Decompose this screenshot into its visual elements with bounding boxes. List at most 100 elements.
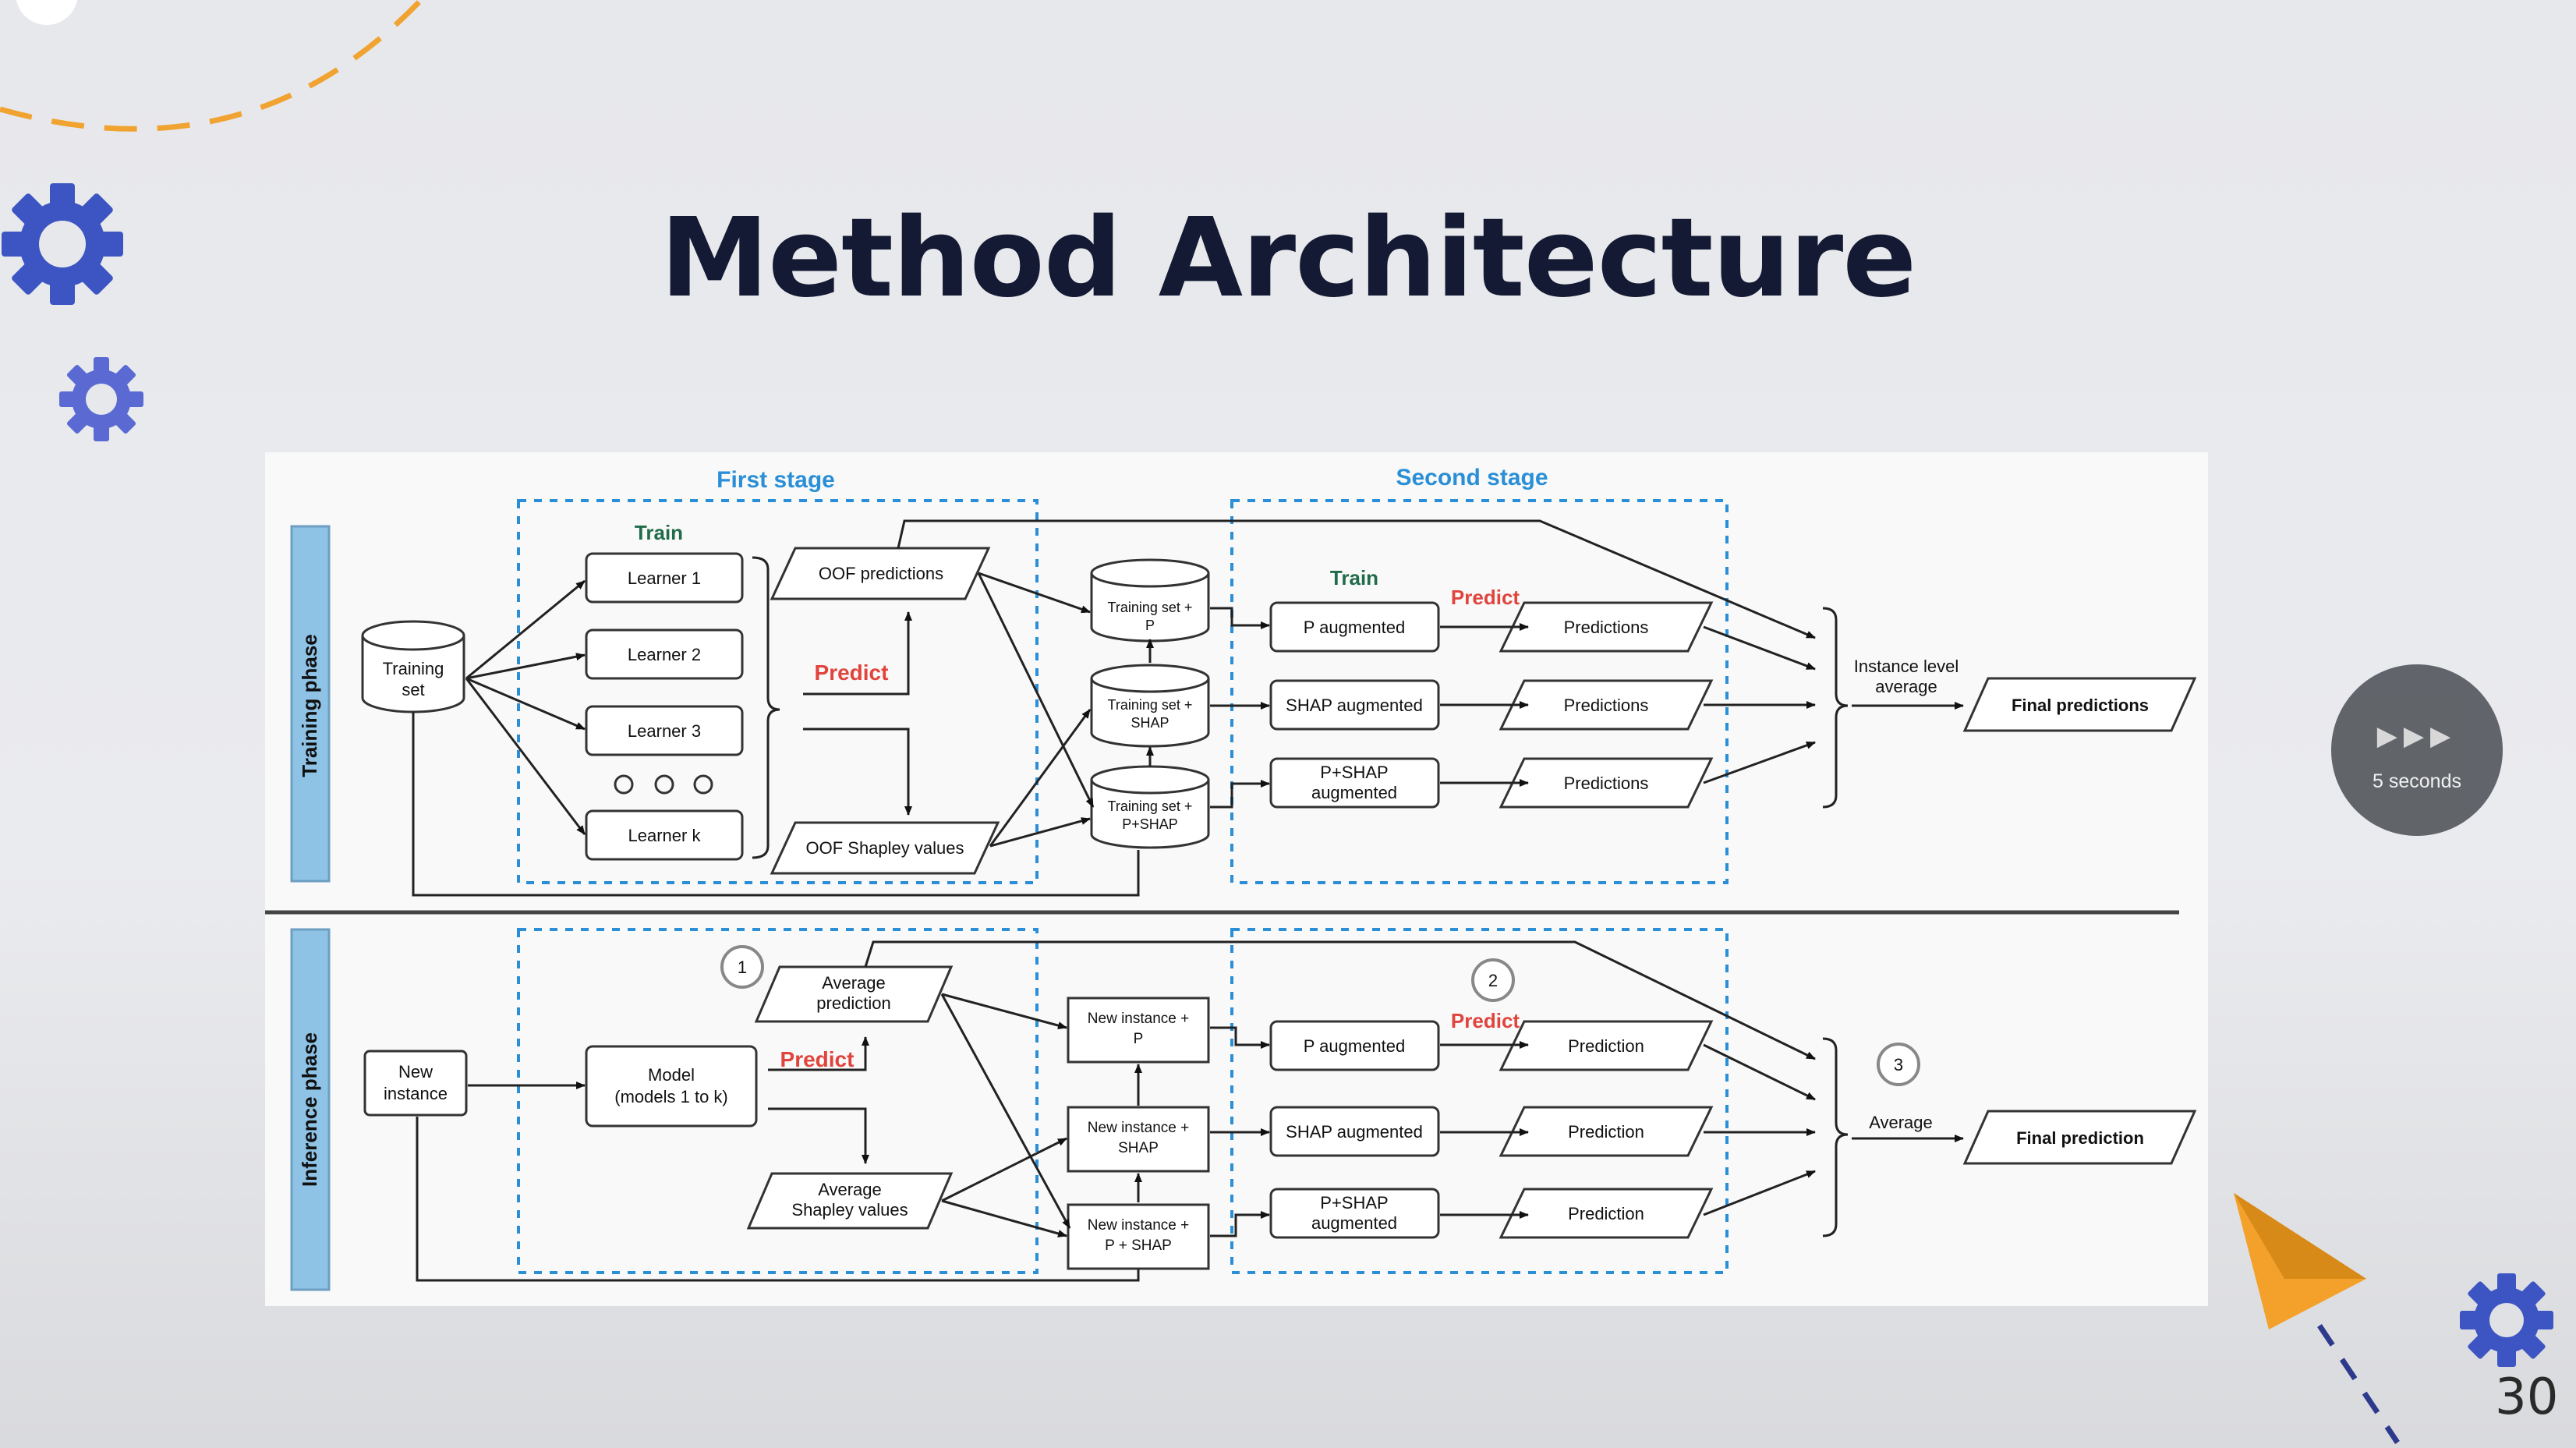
training-set-db	[361, 620, 465, 713]
shap-augmented-label: SHAP augmented	[1286, 1122, 1423, 1142]
prediction-label: Prediction	[1568, 1036, 1644, 1056]
new-instance-shap-box	[1067, 1106, 1210, 1173]
training-phase-label: Training phase	[298, 634, 321, 777]
ellipsis-circles	[614, 774, 713, 795]
predictions-label: Predictions	[1564, 774, 1649, 793]
prediction-label: Prediction	[1568, 1122, 1644, 1142]
step-number: 3	[1894, 1055, 1903, 1074]
training-set-p-label: P	[1145, 618, 1155, 633]
pshap-augmented-box	[1269, 1188, 1440, 1239]
learner-box	[585, 552, 744, 604]
step-number: 2	[1488, 971, 1498, 990]
learner-label: Learner 3	[628, 721, 701, 741]
new-instance-p-label: P	[1134, 1031, 1144, 1047]
model-label: Model	[648, 1065, 695, 1085]
training-set-pshap-label: Training set +	[1108, 798, 1193, 814]
oof-predictions-label: OOF predictions	[819, 564, 943, 583]
training-phase-bar	[290, 525, 331, 883]
play-arrows-icon: ▶▶▶	[2376, 721, 2457, 751]
p-augmented-label: P augmented	[1304, 618, 1405, 637]
p-augmented-label: P augmented	[1304, 1036, 1405, 1056]
dashed-arc-decoration	[0, 0, 423, 132]
oof-shap-node	[770, 821, 1000, 875]
new-instance-box	[363, 1050, 468, 1117]
step-marker-2	[1471, 958, 1515, 1002]
corner-dot-decoration	[16, 0, 78, 25]
new-instance-shap-label: New instance +	[1088, 1120, 1189, 1136]
pshap-augmented-label: augmented	[1311, 783, 1397, 802]
slide-number: 30	[2495, 1368, 2559, 1426]
predictions-label: Predictions	[1564, 696, 1649, 715]
slide-title: Method Architecture	[660, 195, 1916, 322]
training-set-label: set	[402, 680, 424, 699]
step-marker-1	[720, 945, 764, 989]
pshap-augmented-box	[1269, 757, 1440, 809]
new-instance-label: instance	[384, 1084, 448, 1103]
p-augmented-box	[1269, 601, 1440, 653]
learner-box	[585, 628, 744, 680]
avg-prediction-label: prediction	[816, 993, 890, 1013]
training-set-p-label: Training set +	[1108, 600, 1193, 615]
final-prediction-label: Final prediction	[2016, 1128, 2144, 1148]
inference-phase-bar	[290, 928, 331, 1291]
diagram-canvas: Training phase Inference phase First sta…	[265, 465, 2197, 1291]
oof-shap-label: OOF Shapley values	[806, 838, 964, 858]
train-label: Train	[635, 521, 683, 544]
training-set-label: Training	[383, 659, 444, 678]
final-predictions-label: Final predictions	[2012, 696, 2149, 715]
instance-average-label: Instance level	[1854, 657, 1959, 676]
predict-label: Predict	[780, 1047, 855, 1071]
training-set-pshap-db	[1090, 765, 1210, 849]
learner-box	[585, 809, 744, 861]
predictions-node	[1499, 601, 1714, 653]
new-instance-pshap-label: New instance +	[1088, 1217, 1189, 1234]
new-instance-pshap-label: P + SHAP	[1105, 1237, 1172, 1254]
avg-shap-label: Shapley values	[791, 1200, 908, 1220]
shap-augmented-label: SHAP augmented	[1286, 696, 1423, 715]
predictions-node	[1499, 679, 1714, 731]
gear-icon	[2, 183, 123, 305]
architecture-diagram: Training phase Inference phase First sta…	[265, 452, 2208, 1306]
prediction-node	[1499, 1106, 1714, 1157]
average-label: Average	[1869, 1113, 1933, 1132]
avg-shap-label: Average	[818, 1180, 882, 1199]
second-stage-box-train	[1230, 499, 1729, 884]
second-stage-label: Second stage	[1396, 465, 1548, 490]
prediction-label: Prediction	[1568, 1204, 1644, 1223]
shap-augmented-box	[1269, 1106, 1440, 1157]
predict-label: Predict	[1451, 586, 1520, 609]
instance-average-label: average	[1875, 677, 1937, 696]
step-number: 1	[738, 958, 747, 977]
pshap-augmented-label: P+SHAP	[1320, 763, 1388, 782]
prediction-node	[1499, 1020, 1714, 1071]
predictions-label: Predictions	[1564, 618, 1649, 637]
oof-predictions-node	[770, 547, 991, 600]
new-instance-p-box	[1067, 997, 1210, 1064]
prediction-node	[1499, 1188, 1714, 1239]
predict-label: Predict	[1451, 1009, 1520, 1032]
gear-icon	[2460, 1273, 2553, 1367]
first-stage-box-infer	[517, 928, 1039, 1274]
inference-phase-label: Inference phase	[298, 1032, 321, 1187]
training-set-p-db	[1090, 558, 1210, 643]
training-set-shap-db	[1090, 664, 1210, 748]
avg-prediction-node	[754, 965, 954, 1023]
predict-label: Predict	[815, 660, 889, 685]
model-label: (models 1 to k)	[614, 1087, 728, 1106]
training-set-pshap-label: P+SHAP	[1122, 816, 1178, 832]
new-instance-pshap-box	[1067, 1203, 1210, 1270]
autoplay-countdown-button[interactable]: ▶▶▶ 5 seconds	[2331, 664, 2503, 836]
step-marker-3	[1877, 1043, 1920, 1086]
second-stage-box-infer	[1230, 928, 1729, 1274]
new-instance-label: New	[398, 1062, 433, 1082]
training-set-shap-label: SHAP	[1131, 715, 1169, 731]
shap-augmented-box	[1269, 679, 1440, 731]
pshap-augmented-label: P+SHAP	[1320, 1193, 1388, 1213]
learner-box	[585, 705, 744, 756]
new-instance-shap-label: SHAP	[1118, 1140, 1159, 1156]
avg-prediction-label: Average	[822, 973, 886, 993]
model-box	[585, 1045, 758, 1128]
avg-shap-node	[746, 1172, 954, 1230]
gear-icon	[59, 357, 143, 441]
